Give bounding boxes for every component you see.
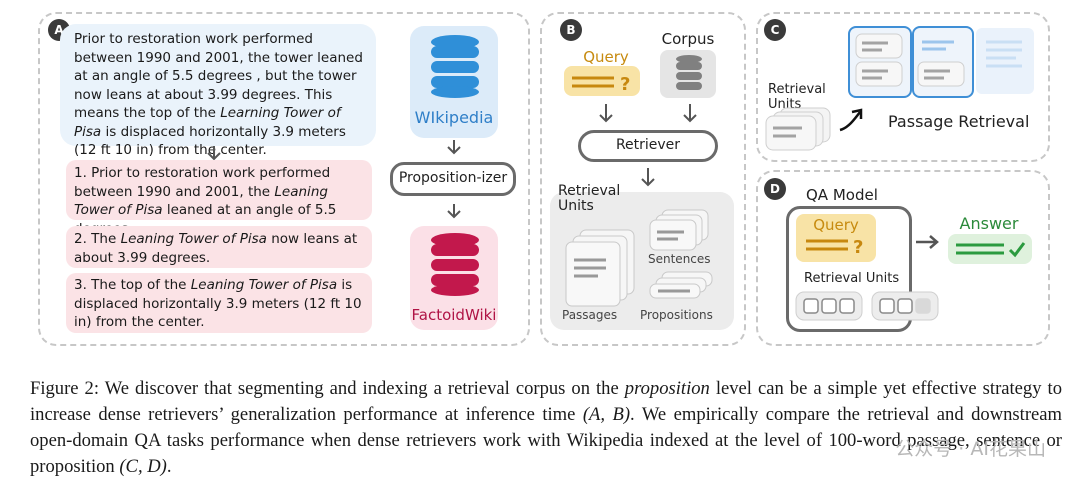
propositions-label: Propositions [640, 308, 713, 322]
factoidwiki-database-icon [431, 233, 479, 296]
svg-text:?: ? [620, 74, 630, 94]
retrieval-units-label: Retrieval Units [558, 183, 621, 214]
sentences-stack-icon [649, 209, 709, 251]
panel-c-badge: C [764, 19, 786, 41]
proposition-2-box [66, 226, 372, 268]
source-text-1: Prior to restoration work performed betw… [74, 31, 363, 121]
qa-model-box [786, 206, 912, 332]
down-arrow-icon [641, 168, 655, 187]
proposition-2-a: 2. The [74, 231, 117, 247]
query-box [564, 66, 640, 96]
passage-card-3 [976, 28, 1034, 94]
answer-check-icon [956, 242, 1026, 258]
passage-card-3-content-icon [986, 40, 1022, 68]
propositionizer-label: Proposition-izer [398, 170, 508, 186]
query-label: Query [583, 48, 629, 66]
caption-part-3: . We empirically compare the retrieval a… [30, 404, 1062, 477]
passages-label: Passages [562, 308, 618, 322]
passages-stack-icon [565, 229, 635, 307]
proposition-2-b: now leans at about 3.99 degrees. [74, 231, 358, 266]
proposition-3: 3. The top of the Leaning Tower of Pisa … [74, 276, 370, 332]
svg-text:?: ? [853, 237, 863, 258]
panel-d [756, 170, 1050, 346]
panel-b-badge: B [560, 19, 582, 41]
down-arrow-icon [207, 146, 221, 161]
sentences-label: Sentences [648, 252, 711, 266]
propositions-stack-icon [649, 271, 713, 299]
down-arrow-icon [599, 104, 613, 123]
retriever-box [578, 130, 718, 162]
proposition-2: 2. The Leaning Tower of Pisa now leans a… [74, 230, 364, 267]
propositionizer-box [390, 162, 516, 196]
right-arrow-icon [916, 235, 939, 249]
passage-card-1-content-icon [855, 33, 903, 87]
qa-query-lines-icon: ? [806, 237, 863, 258]
caption-italic-3: (C, D) [119, 456, 167, 477]
proposition-2-italic: Leaning Tower of Pisa [120, 231, 267, 247]
wikipedia-label: WIkipedia [414, 108, 494, 127]
curved-arrow-icon [839, 108, 863, 132]
source-text-box [60, 24, 376, 146]
factoidwiki-label: FactoidWiki [411, 306, 497, 324]
qa-retrieval-units-icon [795, 291, 939, 321]
panel-a [38, 12, 530, 346]
down-arrow-icon [447, 204, 461, 219]
answer-label: Answer [959, 214, 1019, 233]
corpus-label: Corpus [661, 30, 715, 48]
qa-retrieval-units-label: Retrieval Units [804, 271, 900, 286]
watermark: 公众号 · AI花果山 [895, 438, 1046, 460]
down-arrow-icon [683, 104, 697, 123]
panel-c [756, 12, 1050, 162]
down-arrow-icon [447, 140, 461, 155]
passage-card-2-content-icon [917, 40, 965, 87]
retriever-label: Retriever [615, 137, 681, 153]
proposition-3-italic: Leaning Tower of Pisa [190, 277, 338, 293]
proposition-3-a: 3. The top of the [74, 277, 187, 293]
caption-part-4: . [166, 456, 172, 477]
caption-italic-2: (A, B) [582, 404, 631, 425]
source-text-italic: Learning Tower of Pisa [74, 105, 341, 140]
caption-part-2: level can be a simple yet effective stra… [30, 378, 1063, 425]
passage-retrieval-label: Passage Retrieval [888, 112, 1030, 131]
qa-query-label: Query [813, 216, 859, 234]
source-text: Prior to restoration work performed betw… [74, 30, 368, 160]
proposition-3-box [66, 273, 372, 333]
caption-italic-1: proposition [624, 378, 710, 399]
proposition-3-b: is displaced horizontally 3.9 meters (12… [74, 277, 362, 330]
panel-d-badge: D [764, 178, 786, 200]
proposition-1-box [66, 160, 372, 220]
query-lines-icon: ? [572, 74, 630, 94]
corpus-database-icon [676, 55, 702, 90]
retrieval-units-stack-icon [765, 107, 831, 151]
proposition-1: 1. Prior to restoration work performed b… [74, 164, 368, 238]
panel-b [540, 12, 746, 346]
wikipedia-database-icon [431, 35, 479, 98]
qa-query-box [796, 214, 876, 262]
proposition-1-a: 1. Prior to restoration work performed b… [74, 165, 331, 200]
figure-caption: Figure 2: We discover that segmenting an… [30, 376, 1062, 480]
proposition-1-italic: Leaning Tower of Pisa [74, 183, 328, 219]
caption-part-1: Figure 2: We discover that segmenting an… [30, 378, 625, 399]
qa-model-label: QA Model [806, 186, 878, 204]
